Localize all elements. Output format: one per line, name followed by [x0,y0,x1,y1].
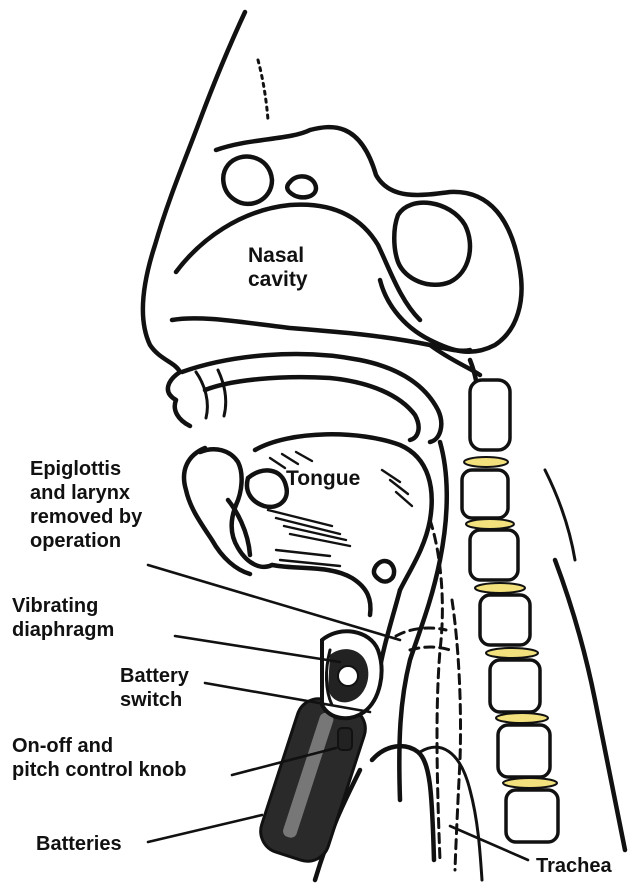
vibrating-diaphragm-line-1: Vibrating [12,595,98,617]
knob-line-2: pitch control knob [12,759,186,781]
tongue-and-jaw [200,434,432,615]
battery-switch-line-2: switch [120,689,182,711]
epiglottis-line-3: removed by [30,506,143,528]
nasal-cavity-label: Nasal cavity [248,244,310,291]
epiglottis-line-1: Epiglottis [30,458,121,480]
knob-label: On-off and pitch control knob [12,735,186,781]
batteries-leader [148,815,262,842]
epiglottis-line-2: and larynx [30,482,130,504]
epiglottis-label: Epiglottis and larynx removed by operati… [30,458,148,552]
tongue-label: Tongue [286,467,360,490]
nasal-cavity-line-1: Nasal [248,244,304,267]
artificial-larynx-device [255,631,382,867]
spine [462,360,625,850]
batteries-label: Batteries [36,833,122,855]
vibrating-diaphragm-label: Vibrating diaphragm [12,595,114,641]
knob-line-1: On-off and [12,735,113,757]
trachea-label: Trachea [536,855,612,877]
nasal-cavity-line-2: cavity [248,268,308,291]
vibrating-diaphragm-leader [175,636,340,662]
epiglottis-line-4: operation [30,530,121,552]
epiglottis-leader [148,565,400,640]
battery-switch-line-1: Battery [120,665,190,687]
skull-outline [172,127,522,375]
palate [182,354,441,442]
battery-switch-label: Battery switch [120,665,194,711]
vibrating-diaphragm-line-2: diaphragm [12,619,114,641]
throat-walls [378,442,461,870]
